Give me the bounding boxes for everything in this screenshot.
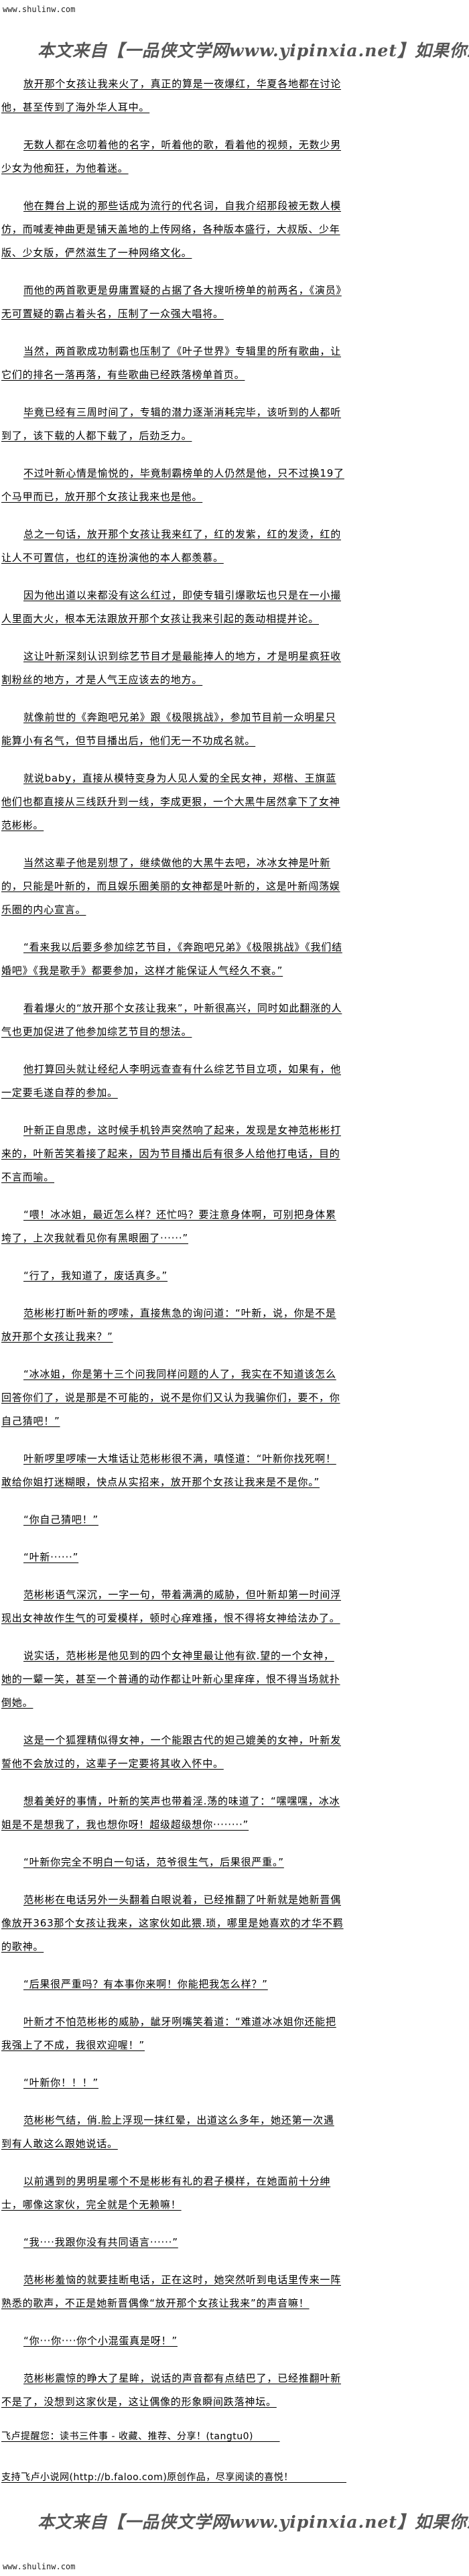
paragraph-text: 不过叶新心情是愉悦的，毕竟制霸榜单的人仍然是他，只不过换19了个马甲而已，放开那… [1, 467, 344, 503]
paragraph-text: 而他的两首歌更是毋庸置疑的占据了各大搜听榜单的前两名，《演员》无可置疑的霸占着头… [1, 284, 342, 320]
paragraph: 以前遇到的男明星哪个不是彬彬有礼的君子模样，在她面前十分绅士，哪像这家伙，完全就… [1, 2170, 344, 2217]
paragraph: “后果很严重吗？有本事你来啊！你能把我怎么样？” [1, 1973, 344, 1996]
paragraph-text: 他在舞台上说的那些话成为流行的代名词，自我介绍那段被无数人模仿，而喊麦神曲更是铺… [1, 200, 342, 259]
paragraph-text: “叶新你完全不明白一句话，范爷很生气，后果很严重。” [23, 1856, 284, 1868]
paragraph: 而他的两首歌更是毋庸置疑的占据了各大搜听榜单的前两名，《演员》无可置疑的霸占着头… [1, 279, 344, 326]
paragraph-text: 这是一个狐狸精似得女神，一个能跟古代的妲己媲美的女神，叶新发誓他不会放过的，这辈… [1, 1734, 342, 1770]
paragraph: 叶新才不怕范彬彬的威胁，龇牙咧嘴笑着道：“难道冰冰姐你还能把我强上了不成，我很欢… [1, 2010, 344, 2057]
paragraph: 当然，两首歌成功制霸也压制了《叶子世界》专辑里的所有歌曲，让它们的排名一落再落，… [1, 340, 344, 387]
paragraph-text: 叶新才不怕范彬彬的威胁，龇牙咧嘴笑着道：“难道冰冰姐你还能把我强上了不成，我很欢… [1, 2016, 336, 2051]
paragraph: 叶新啰里啰嗦一大堆话让范彬彬很不满，嗔怪道：“叶新你找死啊！敢给你姐打迷糊眼，快… [1, 1447, 344, 1494]
article-body: 放开那个女孩让我来火了，真正的算是一夜爆红，华夏各地都在讨论他，甚至传到了海外华… [1, 72, 344, 2414]
paragraph-text: 以前遇到的男明星哪个不是彬彬有礼的君子模样，在她面前十分绅士，哪像这家伙，完全就… [1, 2175, 331, 2211]
paragraph-text: 看着爆火的“放开那个女孩让我来”，叶新很高兴，同时如此翻涨的人气也更加促进了他参… [1, 1002, 342, 1038]
paragraph-text: 范彬彬语气深沉，一字一句，带着满满的威胁，但叶新却第一时间浮现出女神故作生气的可… [1, 1589, 342, 1624]
paragraph-text: 范彬彬打断叶新的啰嗦，直接焦急的询问道：“叶新，说，你是不是放开那个女孩让我来？… [1, 1307, 336, 1343]
paragraph: “行了，我知道了，废话真多。” [1, 1264, 344, 1288]
paragraph: 范彬彬在电话另外一头翻着白眼说着，已经推翻了叶新就是她新晋偶像放开363那个女孩… [1, 1888, 344, 1959]
paragraph: “冰冰姐，你是第十三个问我同样问题的人了，我实在不知道该怎么回答你们了，说是那是… [1, 1363, 344, 1433]
paragraph-text: 想着美好的事情，叶新的笑声也带着淫.荡的味道了：“嘿嘿嘿，冰冰姐是不是想我了，我… [1, 1795, 340, 1831]
paragraph-text: “你···你····你个小混蛋真是呀！” [23, 2335, 178, 2347]
paragraph: “喂！冰冰姐，最近怎么样？还忙吗？要注意身体啊，可别把身体累垮了，上次我就看见你… [1, 1203, 344, 1250]
paragraph: “叶新你！！！” [1, 2071, 344, 2095]
paragraph: 总之一句话，放开那个女孩让我来红了，红的发紫，红的发烫，红的让人不可置信，也红的… [1, 523, 344, 570]
paragraph-text: 范彬彬在电话另外一头翻着白眼说着，已经推翻了叶新就是她新晋偶像放开363那个女孩… [1, 1894, 344, 1953]
paragraph-text: “喂！冰冰姐，最近怎么样？还忙吗？要注意身体啊，可别把身体累垮了，上次我就看见你… [1, 1209, 336, 1244]
paragraph-text: “后果很严重吗？有本事你来啊！你能把我怎么样？” [23, 1978, 268, 1990]
source-watermark-banner: 本文来自【一品侠文学网www.yipinxia.net】如果你想看完整版小说，请 [38, 41, 469, 60]
paragraph-text: 因为他出道以来都没有这么红过，即使专辑引爆歌坛也只是在一小撮人里面大火，根本无法… [1, 589, 342, 625]
paragraph-text: 叶新正自思虑，这时候手机铃声突然响了起来，发现是女神范彬彬打来的，叶新苦笑着接了… [1, 1124, 342, 1183]
paragraph: 范彬彬语气深沉，一字一句，带着满满的威胁，但叶新却第一时间浮现出女神故作生气的可… [1, 1583, 344, 1630]
paragraph: 当然这辈子他是别想了，继续做他的大黑牛去吧，冰冰女神是叶新的，只能是叶新的，而且… [1, 851, 344, 922]
paragraph-text: 范彬彬震惊的睁大了星眸，说话的声音都有点结巴了，已经推翻叶新不是了，没想到这家伙… [1, 2372, 342, 2408]
paragraph-text: 当然这辈子他是别想了，继续做他的大黑牛去吧，冰冰女神是叶新的，只能是叶新的，而且… [1, 857, 340, 916]
paragraph-text: 说实话，范彬彬是他见到的四个女神里最让他有欲.望的一个女神，她的一颦一笑，甚至一… [1, 1650, 340, 1709]
paragraph: 想着美好的事情，叶新的笑声也带着淫.荡的味道了：“嘿嘿嘿，冰冰姐是不是想我了，我… [1, 1790, 344, 1837]
paragraph-text: 当然，两首歌成功制霸也压制了《叶子世界》专辑里的所有歌曲，让它们的排名一落再落，… [1, 345, 342, 381]
paragraph-text: 总之一句话，放开那个女孩让我来红了，红的发紫，红的发烫，红的让人不可置信，也红的… [1, 528, 342, 564]
paragraph: 看着爆火的“放开那个女孩让我来”，叶新很高兴，同时如此翻涨的人气也更加促进了他参… [1, 997, 344, 1044]
paragraph-text: 范彬彬气结，俏.脸上浮现一抹红晕，出道这么多年，她还第一次遇到有人敢这么跟她说话… [1, 2114, 334, 2150]
paragraph-text: 毕竟已经有三周时间了，专辑的潜力逐渐消耗完毕，该听到的人都听到了，该下载的人都下… [1, 406, 342, 442]
paragraph: “叶新······” [1, 1546, 344, 1569]
paragraph: “我····我跟你没有共同语言······” [1, 2231, 344, 2254]
paragraph: 范彬彬震惊的睁大了星眸，说话的声音都有点结巴了，已经推翻叶新不是了，没想到这家伙… [1, 2367, 344, 2414]
paragraph-text: 放开那个女孩让我来火了，真正的算是一夜爆红，华夏各地都在讨论他，甚至传到了海外华… [1, 78, 342, 113]
paragraph: 说实话，范彬彬是他见到的四个女神里最让他有欲.望的一个女神，她的一颦一笑，甚至一… [1, 1644, 344, 1715]
paragraph: 就说baby，直接从模特变身为人见人爱的全民女神，郑楷、王旗蓝他们也都直接从三线… [1, 767, 344, 837]
paragraph: “看来我以后要多参加综艺节目，《奔跑吧兄弟》《极限挑战》《我们结婚吧》《我是歌手… [1, 936, 344, 983]
paragraph: 毕竟已经有三周时间了，专辑的潜力逐渐消耗完毕，该听到的人都听到了，该下载的人都下… [1, 401, 344, 448]
paragraph: 叶新正自思虑，这时候手机铃声突然响了起来，发现是女神范彬彬打来的，叶新苦笑着接了… [1, 1119, 344, 1189]
paragraph: 范彬彬气结，俏.脸上浮现一抹红晕，出道这么多年，她还第一次遇到有人敢这么跟她说话… [1, 2109, 344, 2156]
paragraph: 这是一个狐狸精似得女神，一个能跟古代的妲己媲美的女神，叶新发誓他不会放过的，这辈… [1, 1729, 344, 1776]
paragraph-text: “行了，我知道了，废话真多。” [23, 1270, 168, 1282]
paragraph: “你自己猜吧！” [1, 1508, 344, 1532]
paragraph-text: 叶新啰里啰嗦一大堆话让范彬彬很不满，嗔怪道：“叶新你找死啊！敢给你姐打迷糊眼，快… [1, 1453, 336, 1488]
paragraph-text: “看来我以后要多参加综艺节目，《奔跑吧兄弟》《极限挑战》《我们结婚吧》《我是歌手… [1, 941, 342, 977]
paragraph: 放开那个女孩让我来火了，真正的算是一夜爆红，华夏各地都在讨论他，甚至传到了海外华… [1, 72, 344, 119]
paragraph: 不过叶新心情是愉悦的，毕竟制霸榜单的人仍然是他，只不过换19了个马甲而已，放开那… [1, 462, 344, 509]
paragraph-text: “叶新你！！！” [23, 2077, 98, 2089]
paragraph-text: “你自己猜吧！” [23, 1514, 98, 1526]
paragraph: 这让叶新深刻认识到综艺节目才是最能捧人的地方，才是明星疯狂收割粉丝的地方，才是人… [1, 645, 344, 692]
footer-support-link[interactable]: 支持飞卢小说网(http://b.faloo.com)原创作品，尽享阅读的喜悦！ [1, 2472, 346, 2483]
paragraph: 因为他出道以来都没有这么红过，即使专辑引爆歌坛也只是在一小撮人里面大火，根本无法… [1, 584, 344, 631]
source-watermark-banner-bottom: 本文来自【一品侠文学网www.yipinxia.net】如果你想看完整版小说，请 [38, 2512, 469, 2532]
site-url-footer: www.shulinw.com [3, 2562, 76, 2571]
paragraph-text: 无数人都在念叨着他的名字，听着他的歌，看着他的视频，无数少男少女为他痴狂，为他着… [1, 139, 342, 174]
paragraph: “叶新你完全不明白一句话，范爷很生气，后果很严重。” [1, 1851, 344, 1874]
paragraph: “你···你····你个小混蛋真是呀！” [1, 2329, 344, 2353]
paragraph-text: “冰冰姐，你是第十三个问我同样问题的人了，我实在不知道该怎么回答你们了，说是那是… [1, 1368, 340, 1427]
paragraph: 无数人都在念叨着他的名字，听着他的歌，看着他的视频，无数少男少女为他痴狂，为他着… [1, 133, 344, 180]
paragraph-text: “叶新······” [23, 1551, 79, 1563]
paragraph: 就像前世的《奔跑吧兄弟》跟《极限挑战》，参加节目前一众明星只能算小有名气，但节目… [1, 706, 344, 753]
paragraph: 他在舞台上说的那些话成为流行的代名词，自我介绍那段被无数人模仿，而喊麦神曲更是铺… [1, 194, 344, 265]
paragraph: 他打算回头就让经纪人李明远查查有什么综艺节目立项，如果有，他一定要毛遂自荐的参加… [1, 1058, 344, 1105]
paragraph-text: 他打算回头就让经纪人李明远查查有什么综艺节目立项，如果有，他一定要毛遂自荐的参加… [1, 1063, 342, 1099]
paragraph-text: “我····我跟你没有共同语言······” [23, 2236, 178, 2248]
site-url-header: www.shulinw.com [3, 5, 76, 14]
paragraph-text: 就说baby，直接从模特变身为人见人爱的全民女神，郑楷、王旗蓝他们也都直接从三线… [1, 772, 340, 831]
paragraph-text: 这让叶新深刻认识到综艺节目才是最能捧人的地方，才是明星疯狂收割粉丝的地方，才是人… [1, 650, 342, 686]
paragraph-text: 范彬彬羞恼的就要挂断电话，正在这时，她突然听到电话里传来一阵熟悉的歌声，不正是她… [1, 2274, 342, 2309]
paragraph: 范彬彬羞恼的就要挂断电话，正在这时，她突然听到电话里传来一阵熟悉的歌声，不正是她… [1, 2268, 344, 2315]
paragraph: 范彬彬打断叶新的啰嗦，直接焦急的询问道：“叶新，说，你是不是放开那个女孩让我来？… [1, 1302, 344, 1349]
paragraph-text: 就像前世的《奔跑吧兄弟》跟《极限挑战》，参加节目前一众明星只能算小有名气，但节目… [1, 711, 336, 747]
footer-reminder: 飞卢提醒您：读书三件事 - 收藏、推荐、分享！(tangtu0) [1, 2431, 280, 2442]
